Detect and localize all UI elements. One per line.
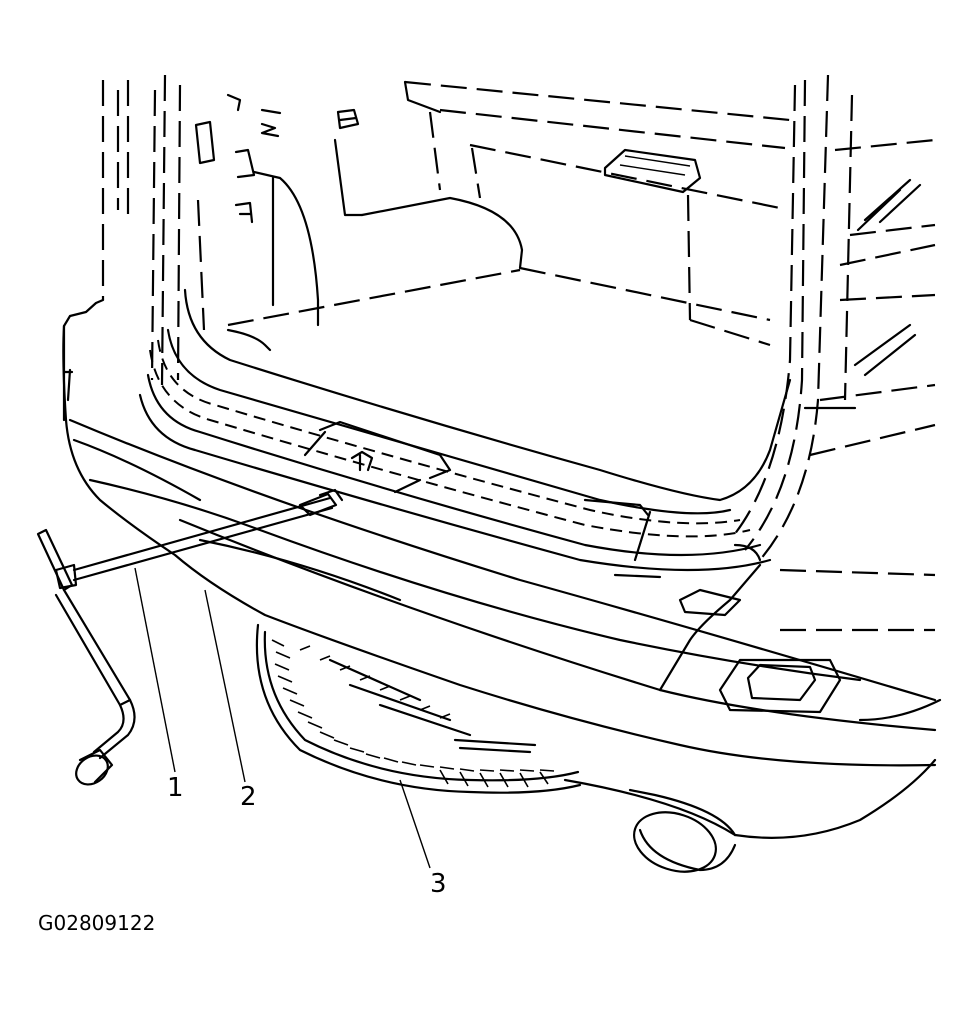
rear-bumper [62,324,942,839]
callout-3: 3 [430,869,447,899]
cargo-latch-area [303,420,452,494]
right-pillar [729,74,857,561]
exhaust-tip [628,788,737,873]
bumper-right-details [658,543,842,714]
callout-1: 1 [167,773,184,803]
rear-seat-back [360,80,791,321]
figure-id: G02809122 [38,911,156,935]
right-side-glass [779,138,936,632]
leader-lines [134,567,431,869]
left-interior-trim [194,93,364,331]
lug-wrench [36,528,136,786]
left-pillar [62,74,275,422]
spare-tire [255,623,582,794]
callout-2: 2 [240,782,257,812]
cargo-floor [226,266,771,352]
extension-rod [72,488,344,582]
